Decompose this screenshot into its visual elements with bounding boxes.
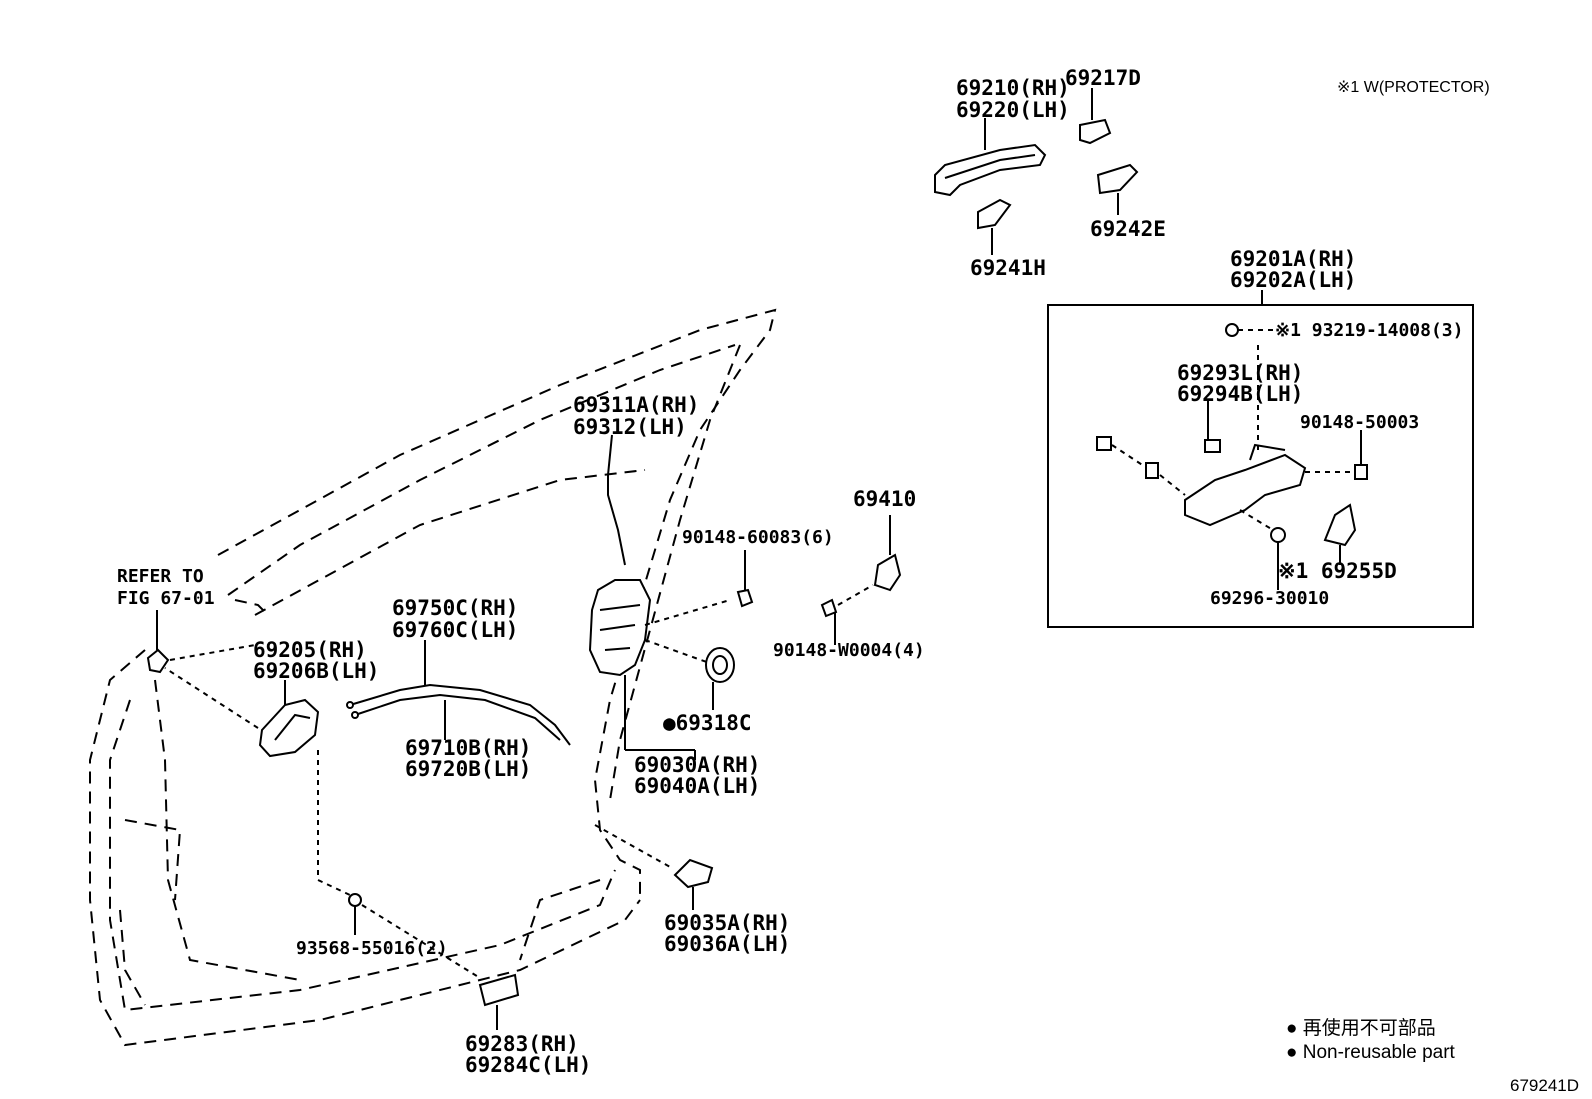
label-69210: 69210(RH) [956, 76, 1070, 100]
label-69318: ●69318C [663, 711, 752, 735]
end-clip-mid [1145, 462, 1159, 479]
label-69030: 69030A(RH) [634, 753, 760, 777]
striker-69410 [820, 515, 902, 645]
label-69720: 69720B(LH) [405, 757, 531, 781]
legend-non-reusable-en: ● Non-reusable part [1286, 1042, 1456, 1063]
label-69710: 69710B(RH) [405, 736, 531, 760]
outside-handle-group [934, 88, 1139, 255]
label-69283: 69283(RH) [465, 1032, 579, 1056]
outside-handle-frame-box [1047, 290, 1474, 628]
refer-line1: REFER TO [117, 566, 204, 587]
label-69202: 69202A(LH) [1230, 268, 1356, 292]
label-90148-60083: 90148-60083(6) [682, 527, 834, 548]
label-69220: 69220(LH) [956, 98, 1070, 122]
label-69242: 69242E [1090, 217, 1166, 241]
label-69293: 69293L(RH) [1177, 361, 1303, 385]
label-69040: 69040A(LH) [634, 774, 760, 798]
label-93219: ※1 93219-14008(3) [1275, 320, 1463, 341]
label-69036: 69036A(LH) [664, 932, 790, 956]
screw-69296 [1270, 527, 1286, 543]
label-69255: ※1 69255D [1278, 559, 1397, 583]
label-69312: 69312(LH) [573, 415, 687, 439]
figure-id: 679241D [1510, 1076, 1579, 1095]
protector-69255 [1323, 503, 1357, 547]
protector-note: ※1 W(PROTECTOR) [1337, 79, 1490, 96]
refer-line2: FIG 67-01 [117, 588, 215, 609]
label-69217: 69217D [1065, 66, 1141, 90]
bolt-90148-60083 [736, 550, 754, 608]
label-69294: 69294B(LH) [1177, 382, 1303, 406]
handle-pad-rear [1096, 163, 1139, 195]
label-69201: 69201A(RH) [1230, 247, 1356, 271]
frame-bracket [1184, 453, 1307, 527]
label-69750: 69750C(RH) [392, 596, 518, 620]
label-69311: 69311A(RH) [573, 393, 699, 417]
label-69241: 69241H [970, 256, 1046, 280]
clip-69293 [1204, 439, 1221, 453]
handle-cover-piece [1079, 118, 1112, 145]
bolt-90148-50003 [1354, 464, 1368, 480]
control-cables [346, 640, 571, 746]
cover-69035 [594, 824, 714, 910]
door-lock-assembly [588, 579, 731, 760]
label-69410: 69410 [853, 487, 916, 511]
screw-93568 [348, 893, 481, 979]
label-69296: 69296-30010 [1210, 588, 1329, 609]
label-90148-w0004: 90148-W0004(4) [773, 640, 925, 661]
door-outline [89, 308, 777, 1047]
inside-handle [164, 667, 351, 896]
grommet-69318 [705, 647, 735, 710]
label-93568: 93568-55016(2) [296, 938, 448, 959]
lock-rod [607, 434, 626, 566]
handle-pad-front [977, 198, 1012, 230]
label-69760: 69760C(LH) [392, 618, 518, 642]
bolt-90148-w0004 [820, 598, 838, 618]
label-69205: 69205(RH) [253, 638, 367, 662]
label-69206: 69206B(LH) [253, 659, 379, 683]
screw-93219 [1225, 323, 1239, 337]
legend-non-reusable-jp: ● 再使用不可部品 [1286, 1017, 1436, 1039]
label-90148-50003: 90148-50003 [1300, 412, 1419, 433]
label-69035: 69035A(RH) [664, 911, 790, 935]
label-69284: 69284C(LH) [465, 1053, 591, 1077]
end-clip-left [1096, 436, 1112, 451]
cover-69283 [478, 973, 520, 1030]
outside-handle [934, 143, 1047, 197]
refer-clip [146, 610, 256, 674]
